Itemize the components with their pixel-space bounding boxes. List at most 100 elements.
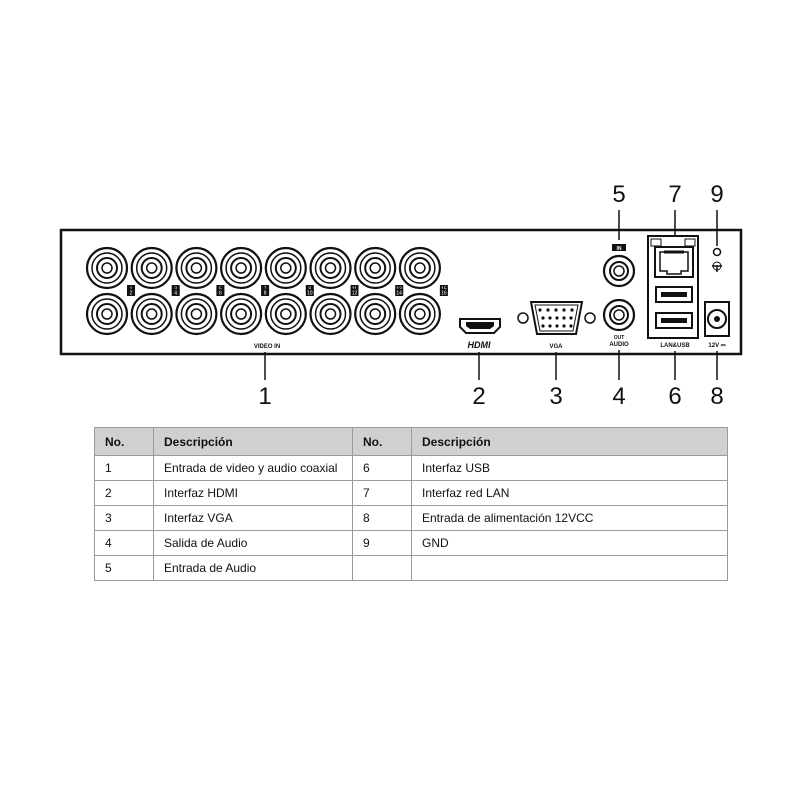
callout-2: 2 bbox=[472, 383, 485, 410]
vga-pin bbox=[570, 308, 574, 312]
row-description: GND bbox=[411, 530, 728, 556]
channel-number-16: 16 bbox=[441, 291, 447, 297]
bnc-connector-8 bbox=[220, 292, 263, 336]
channel-number-8: 8 bbox=[264, 291, 267, 297]
vga-port bbox=[517, 301, 596, 335]
vga-pin bbox=[548, 316, 552, 320]
bnc-connector-1 bbox=[85, 246, 129, 290]
header-desc-left: Descripción bbox=[153, 427, 353, 456]
vga-pin bbox=[562, 324, 566, 328]
channel-tag-16 bbox=[439, 289, 448, 296]
channel-tag-2 bbox=[127, 289, 135, 296]
callout-4: 4 bbox=[612, 383, 625, 410]
row-description: Interfaz USB bbox=[411, 455, 728, 481]
row-description: Interfaz red LAN bbox=[411, 480, 728, 506]
bnc-connector-16 bbox=[398, 292, 441, 336]
callout-5: 5 bbox=[612, 181, 625, 208]
row-number: 8 bbox=[352, 505, 412, 531]
header-desc-right: Descripción bbox=[411, 427, 728, 456]
bnc-connector-2 bbox=[85, 292, 129, 336]
row-number: 7 bbox=[352, 480, 412, 506]
row-number: 1 bbox=[94, 455, 154, 481]
row-description: Entrada de alimentación 12VCC bbox=[411, 505, 728, 531]
channel-tag-13 bbox=[395, 285, 404, 292]
channel-number-6: 6 bbox=[219, 291, 222, 297]
channel-tag-8 bbox=[261, 289, 270, 296]
channel-tag-3 bbox=[171, 285, 180, 292]
channel-number-12: 12 bbox=[352, 291, 358, 297]
channel-tag-10 bbox=[305, 289, 314, 296]
bnc-connector-6 bbox=[175, 292, 218, 336]
vga-pin bbox=[548, 324, 552, 328]
bnc-connector-4 bbox=[130, 292, 173, 336]
audio-label: AUDIO bbox=[609, 342, 629, 348]
row-number: 5 bbox=[94, 555, 154, 581]
vga-pin bbox=[546, 308, 550, 312]
vga-pin bbox=[538, 308, 542, 312]
vga-pin bbox=[562, 308, 566, 312]
bnc-connector-7 bbox=[220, 246, 263, 290]
vga-pin bbox=[562, 316, 566, 320]
bnc-connector-15 bbox=[398, 246, 441, 290]
vga-label: VGA bbox=[549, 344, 563, 350]
hdmi-label: HDMI bbox=[468, 340, 491, 350]
bnc-connector-12 bbox=[309, 292, 352, 336]
channel-tag-14 bbox=[395, 289, 404, 296]
vga-pin bbox=[555, 316, 559, 320]
gnd-terminal bbox=[712, 247, 722, 272]
header-no-right: No. bbox=[352, 427, 412, 456]
power-label: 12V ⎓ bbox=[708, 343, 725, 349]
lan-usb-block bbox=[647, 235, 699, 339]
callout-9: 9 bbox=[710, 181, 723, 208]
channel-tag-9 bbox=[305, 285, 314, 292]
row-number bbox=[352, 555, 412, 581]
row-description bbox=[411, 555, 728, 581]
table-row: 5 Entrada de Audio bbox=[94, 555, 728, 581]
table-header-row: No. Descripción No. Descripción bbox=[94, 427, 728, 456]
vga-pin bbox=[569, 316, 573, 320]
channel-number-2: 2 bbox=[130, 291, 133, 297]
row-description: Entrada de video y audio coaxial bbox=[153, 455, 353, 481]
channel-tag-1 bbox=[127, 285, 135, 292]
vga-pin bbox=[541, 316, 545, 320]
bnc-connector-9 bbox=[264, 246, 307, 290]
audio-in-connector bbox=[602, 254, 636, 288]
callout-7: 7 bbox=[668, 181, 681, 208]
channel-number-14: 14 bbox=[396, 291, 402, 297]
table-row: 3 Interfaz VGA 8 Entrada de alimentación… bbox=[94, 505, 728, 531]
row-description: Interfaz HDMI bbox=[153, 480, 353, 506]
description-table-wrapper: No. Descripción No. Descripción 1 Entrad… bbox=[94, 427, 728, 581]
bnc-connector-11 bbox=[309, 246, 352, 290]
power-jack bbox=[704, 301, 730, 337]
callout-1: 1 bbox=[258, 383, 271, 410]
channel-tag-11 bbox=[350, 285, 359, 292]
rear-panel-diagram: 12345678910111213141516 VIDEO IN HDMI VG… bbox=[59, 181, 743, 410]
row-number: 3 bbox=[94, 505, 154, 531]
channel-tag-15 bbox=[439, 285, 448, 292]
bnc-connector-13 bbox=[354, 246, 397, 290]
row-description: Interfaz VGA bbox=[153, 505, 353, 531]
vga-pin bbox=[541, 324, 545, 328]
row-description: Entrada de Audio bbox=[153, 555, 353, 581]
description-table: No. Descripción No. Descripción 1 Entrad… bbox=[94, 427, 728, 581]
lan-usb-label: LAN&USB bbox=[660, 343, 690, 349]
vga-pin bbox=[569, 324, 573, 328]
row-number: 2 bbox=[94, 480, 154, 506]
table-row: 2 Interfaz HDMI 7 Interfaz red LAN bbox=[94, 480, 728, 506]
channel-tag-4 bbox=[171, 289, 180, 296]
channel-tag-5 bbox=[216, 285, 225, 292]
audio-in-label: IN bbox=[617, 246, 622, 252]
channel-number-4: 4 bbox=[174, 291, 177, 297]
audio-out-label: OUT bbox=[614, 335, 625, 341]
callout-8: 8 bbox=[710, 383, 723, 410]
row-description: Salida de Audio bbox=[153, 530, 353, 556]
header-no-left: No. bbox=[94, 427, 154, 456]
table-row: 4 Salida de Audio 9 GND bbox=[94, 530, 728, 556]
callout-6: 6 bbox=[668, 383, 681, 410]
callout-3: 3 bbox=[549, 383, 562, 410]
bnc-connector-3 bbox=[130, 246, 173, 290]
channel-tag-6 bbox=[216, 289, 225, 296]
audio-out-connector bbox=[602, 298, 636, 332]
row-number: 4 bbox=[94, 530, 154, 556]
row-number: 6 bbox=[352, 455, 412, 481]
